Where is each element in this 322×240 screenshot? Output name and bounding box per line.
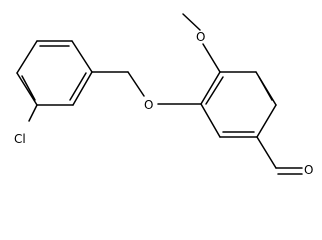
ring-aldehyde-carbon-bond (256, 136, 277, 169)
ether-oxygen-label: O (144, 98, 153, 112)
ring-inner-double-bond (21, 75, 36, 101)
ring-bond (256, 104, 277, 138)
chlorine-bond (28, 104, 38, 122)
ch2-oxygen-bond (127, 71, 145, 97)
ring-bond (72, 71, 93, 106)
methoxy-methyl-bond (182, 13, 201, 31)
ring-bond (16, 40, 38, 74)
ring-inner-double-bond (69, 72, 87, 101)
chemical-structure-diagram: Cl O O O (14, 13, 313, 177)
ring-inner-double-bond (258, 76, 273, 101)
ring-bond (200, 71, 221, 105)
aldehyde-oxygen-label: O (304, 163, 313, 177)
ring-methoxy-oxygen-bond (202, 43, 221, 73)
ring-bond (200, 103, 221, 138)
ring-bond (71, 40, 93, 73)
chlorophenyl-ring (16, 40, 93, 106)
ring-inner-double-bond (205, 76, 224, 105)
ring-bond (16, 72, 38, 106)
chlorine-label: Cl (14, 132, 26, 146)
methoxy-oxygen-label: O (196, 30, 205, 44)
benzaldehyde-ring (200, 71, 277, 138)
